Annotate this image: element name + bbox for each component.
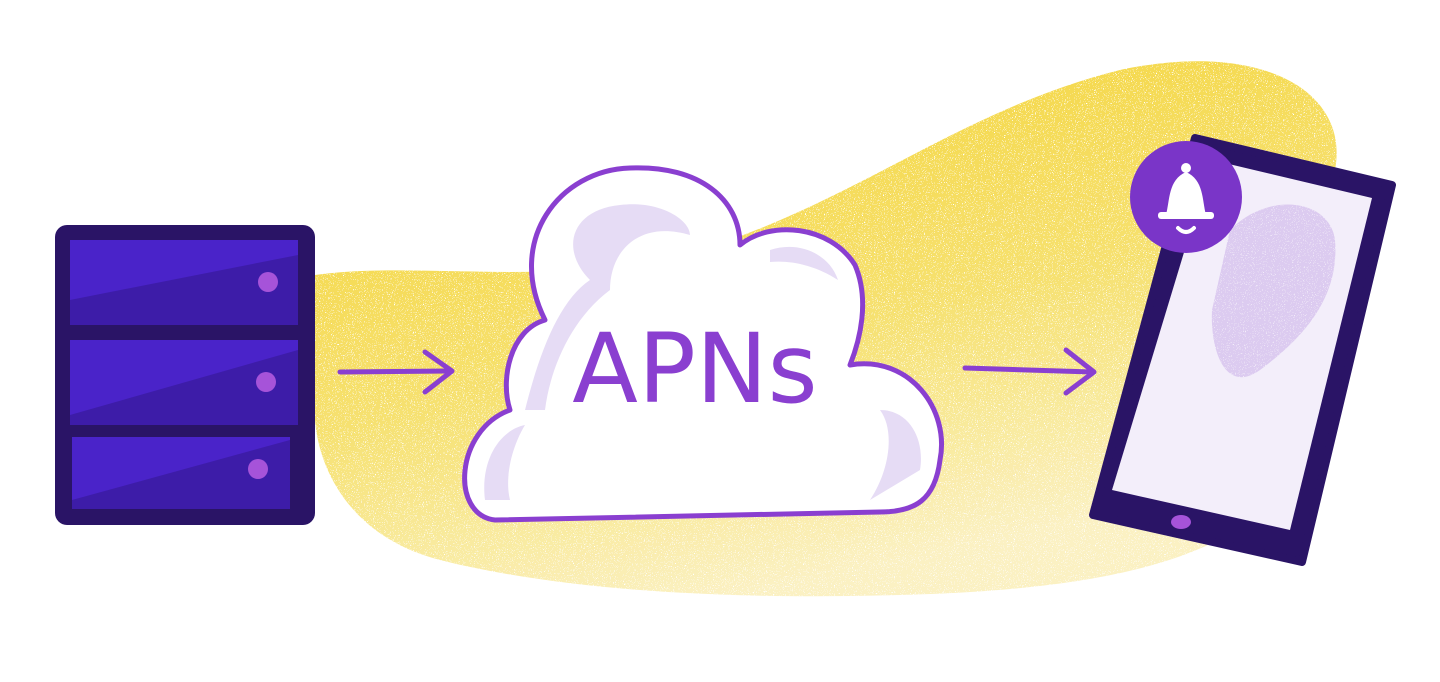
arrow-right-icon xyxy=(962,347,1097,396)
apns-label: APNs xyxy=(572,313,817,425)
apns-cloud: APNs xyxy=(462,165,944,523)
arrow-right-icon xyxy=(337,349,455,395)
bell-icon xyxy=(1130,141,1242,253)
server-icon xyxy=(55,225,315,525)
phone-icon xyxy=(1089,134,1396,566)
